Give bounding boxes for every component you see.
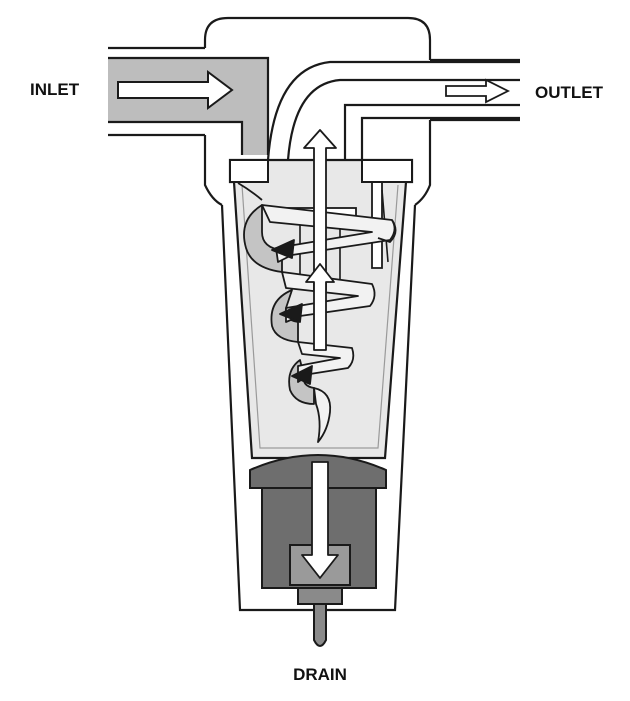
outlet-label: OUTLET — [535, 83, 604, 102]
drain-flow-arrow — [301, 461, 339, 579]
drain-label: DRAIN — [293, 665, 347, 684]
up-flow-arrow — [303, 129, 337, 351]
swirl-flow — [243, 204, 397, 443]
outlet-pipe — [266, 58, 520, 161]
drain-assembly — [249, 454, 387, 647]
outlet-flow-arrow — [445, 78, 511, 104]
inlet-label: INLET — [30, 80, 80, 99]
inlet-flow-arrow — [117, 70, 234, 110]
inlet-pipe — [108, 46, 270, 155]
